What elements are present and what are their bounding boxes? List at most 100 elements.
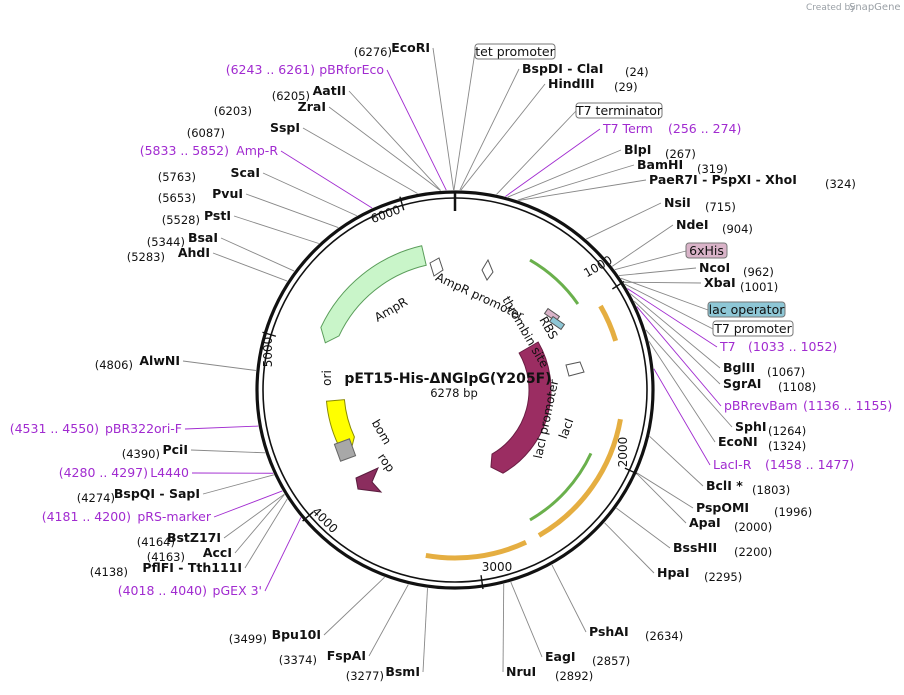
leader-line [202, 474, 275, 495]
enzyme-name: PspOMI [696, 500, 749, 515]
leader-line [190, 449, 266, 454]
enzyme-position: (2857) [592, 654, 630, 668]
leader-line [234, 494, 285, 554]
leader-line [386, 69, 447, 191]
enzyme-position: (267) [665, 147, 696, 161]
enzyme-name: BstZ17I [167, 530, 221, 545]
enzyme-name: Bpu10I [272, 627, 321, 642]
primer-position: (256 .. 274) [668, 121, 741, 136]
leader-layer [182, 47, 733, 673]
enzyme-name: BspQI - SapI [114, 486, 200, 501]
primer-name: L4440 [150, 465, 189, 480]
enzyme-position: (2200) [734, 545, 772, 559]
enzyme-name: FspAI [327, 648, 366, 663]
feature-box-label: T7 terminator [575, 103, 663, 118]
leader-line [302, 127, 418, 194]
primer-position: (4181 .. 4200) [42, 509, 131, 524]
enzyme-name: BsaI [188, 230, 218, 245]
orf-arc [425, 539, 528, 561]
enzyme-name: PflFI - Tth111I [142, 560, 242, 575]
scale-tick-label: 5000 [261, 337, 275, 368]
snapgene-logo-text: SnapGene [849, 2, 901, 13]
bom-box [333, 438, 357, 462]
enzyme-name: NsiI [664, 195, 691, 210]
enzyme-position: (6276) [354, 45, 392, 59]
leader-line [432, 47, 455, 191]
leader-line [505, 128, 601, 197]
enzyme-name: EcoRI [391, 40, 430, 55]
enzyme-name: PstI [204, 208, 231, 223]
scale-tick [624, 467, 638, 475]
feature-box-label: tet promoter [475, 44, 555, 59]
enzyme-position: (4390) [122, 447, 160, 461]
ampr-label: AmpR [372, 295, 410, 325]
primer-position: (1033 .. 1052) [748, 339, 837, 354]
enzyme-position: (715) [705, 200, 736, 214]
scale-tick [262, 331, 277, 337]
enzyme-position: (4806) [95, 358, 133, 372]
enzyme-name: AccI [203, 545, 232, 560]
feature-box [707, 301, 786, 318]
green-arc [529, 258, 580, 305]
primer-name: pBR322ori-F [105, 421, 182, 436]
enzyme-position: (1996) [774, 505, 812, 519]
leader-line [245, 193, 339, 229]
enzyme-position: (2892) [555, 669, 593, 683]
enzyme-position: (2000) [734, 520, 772, 534]
enzyme-position: (4164) [137, 535, 175, 549]
thrombin-box [548, 315, 566, 331]
enzyme-position: (4138) [90, 565, 128, 579]
enzyme-position: (1803) [752, 483, 790, 497]
enzyme-position: (1067) [767, 365, 805, 379]
primer-position: (1458 .. 1477) [765, 457, 854, 472]
leader-line [551, 564, 587, 633]
primer-position: (4018 .. 4040) [118, 583, 207, 598]
feature-box-label: lac operator [709, 302, 786, 317]
enzyme-position: (29) [614, 80, 638, 94]
leader-line [623, 281, 702, 284]
enzyme-name: SphI [735, 419, 767, 434]
leader-line [223, 493, 285, 539]
leader-line [453, 51, 476, 191]
leader-line [645, 329, 733, 428]
laci-promoter-arrow [565, 361, 585, 377]
enzyme-position: (324) [825, 177, 856, 191]
orf-arc [598, 304, 619, 342]
primer-position: (1136 .. 1155) [803, 398, 892, 413]
leader-line [510, 581, 543, 658]
leader-line [517, 164, 635, 201]
leader-line [460, 83, 546, 191]
enzyme-position: (3499) [229, 632, 267, 646]
leader-line [649, 436, 704, 487]
laci-label: lacI [556, 416, 576, 440]
scale-tick-label: 3000 [482, 560, 513, 574]
enzyme-name: HindIII [548, 76, 595, 91]
scale-tick-label: 6000 [369, 202, 402, 226]
enzyme-position: (2634) [645, 629, 683, 643]
bom-label: bom [369, 417, 394, 447]
scale-tick-label: 2000 [616, 437, 630, 468]
enzyme-name: BamHI [637, 157, 683, 172]
label-layer: EcoRI(6276)AatII(6205)ZraI(6203)SspI(608… [10, 40, 893, 683]
leader-line [648, 341, 716, 443]
enzyme-position: (24) [625, 65, 649, 79]
primer-position: (5833 .. 5852) [140, 143, 229, 158]
leader-line [502, 583, 505, 673]
leader-line [280, 150, 373, 209]
primer-name: pBRforEco [319, 62, 384, 77]
leader-line [604, 522, 655, 574]
enzyme-name: EcoNI [718, 434, 758, 449]
enzyme-name: PciI [162, 442, 188, 457]
feature-box [712, 320, 794, 337]
laci-arrow [490, 341, 552, 474]
ampr-arrow [320, 245, 427, 344]
enzyme-position: (5528) [162, 213, 200, 227]
scale-tick [480, 575, 484, 590]
orf-arc [537, 418, 623, 538]
enzyme-position: (319) [697, 162, 728, 176]
scale-tick [399, 196, 405, 211]
enzyme-position: (6203) [214, 104, 252, 118]
primer-name: pRS-marker [137, 509, 212, 524]
